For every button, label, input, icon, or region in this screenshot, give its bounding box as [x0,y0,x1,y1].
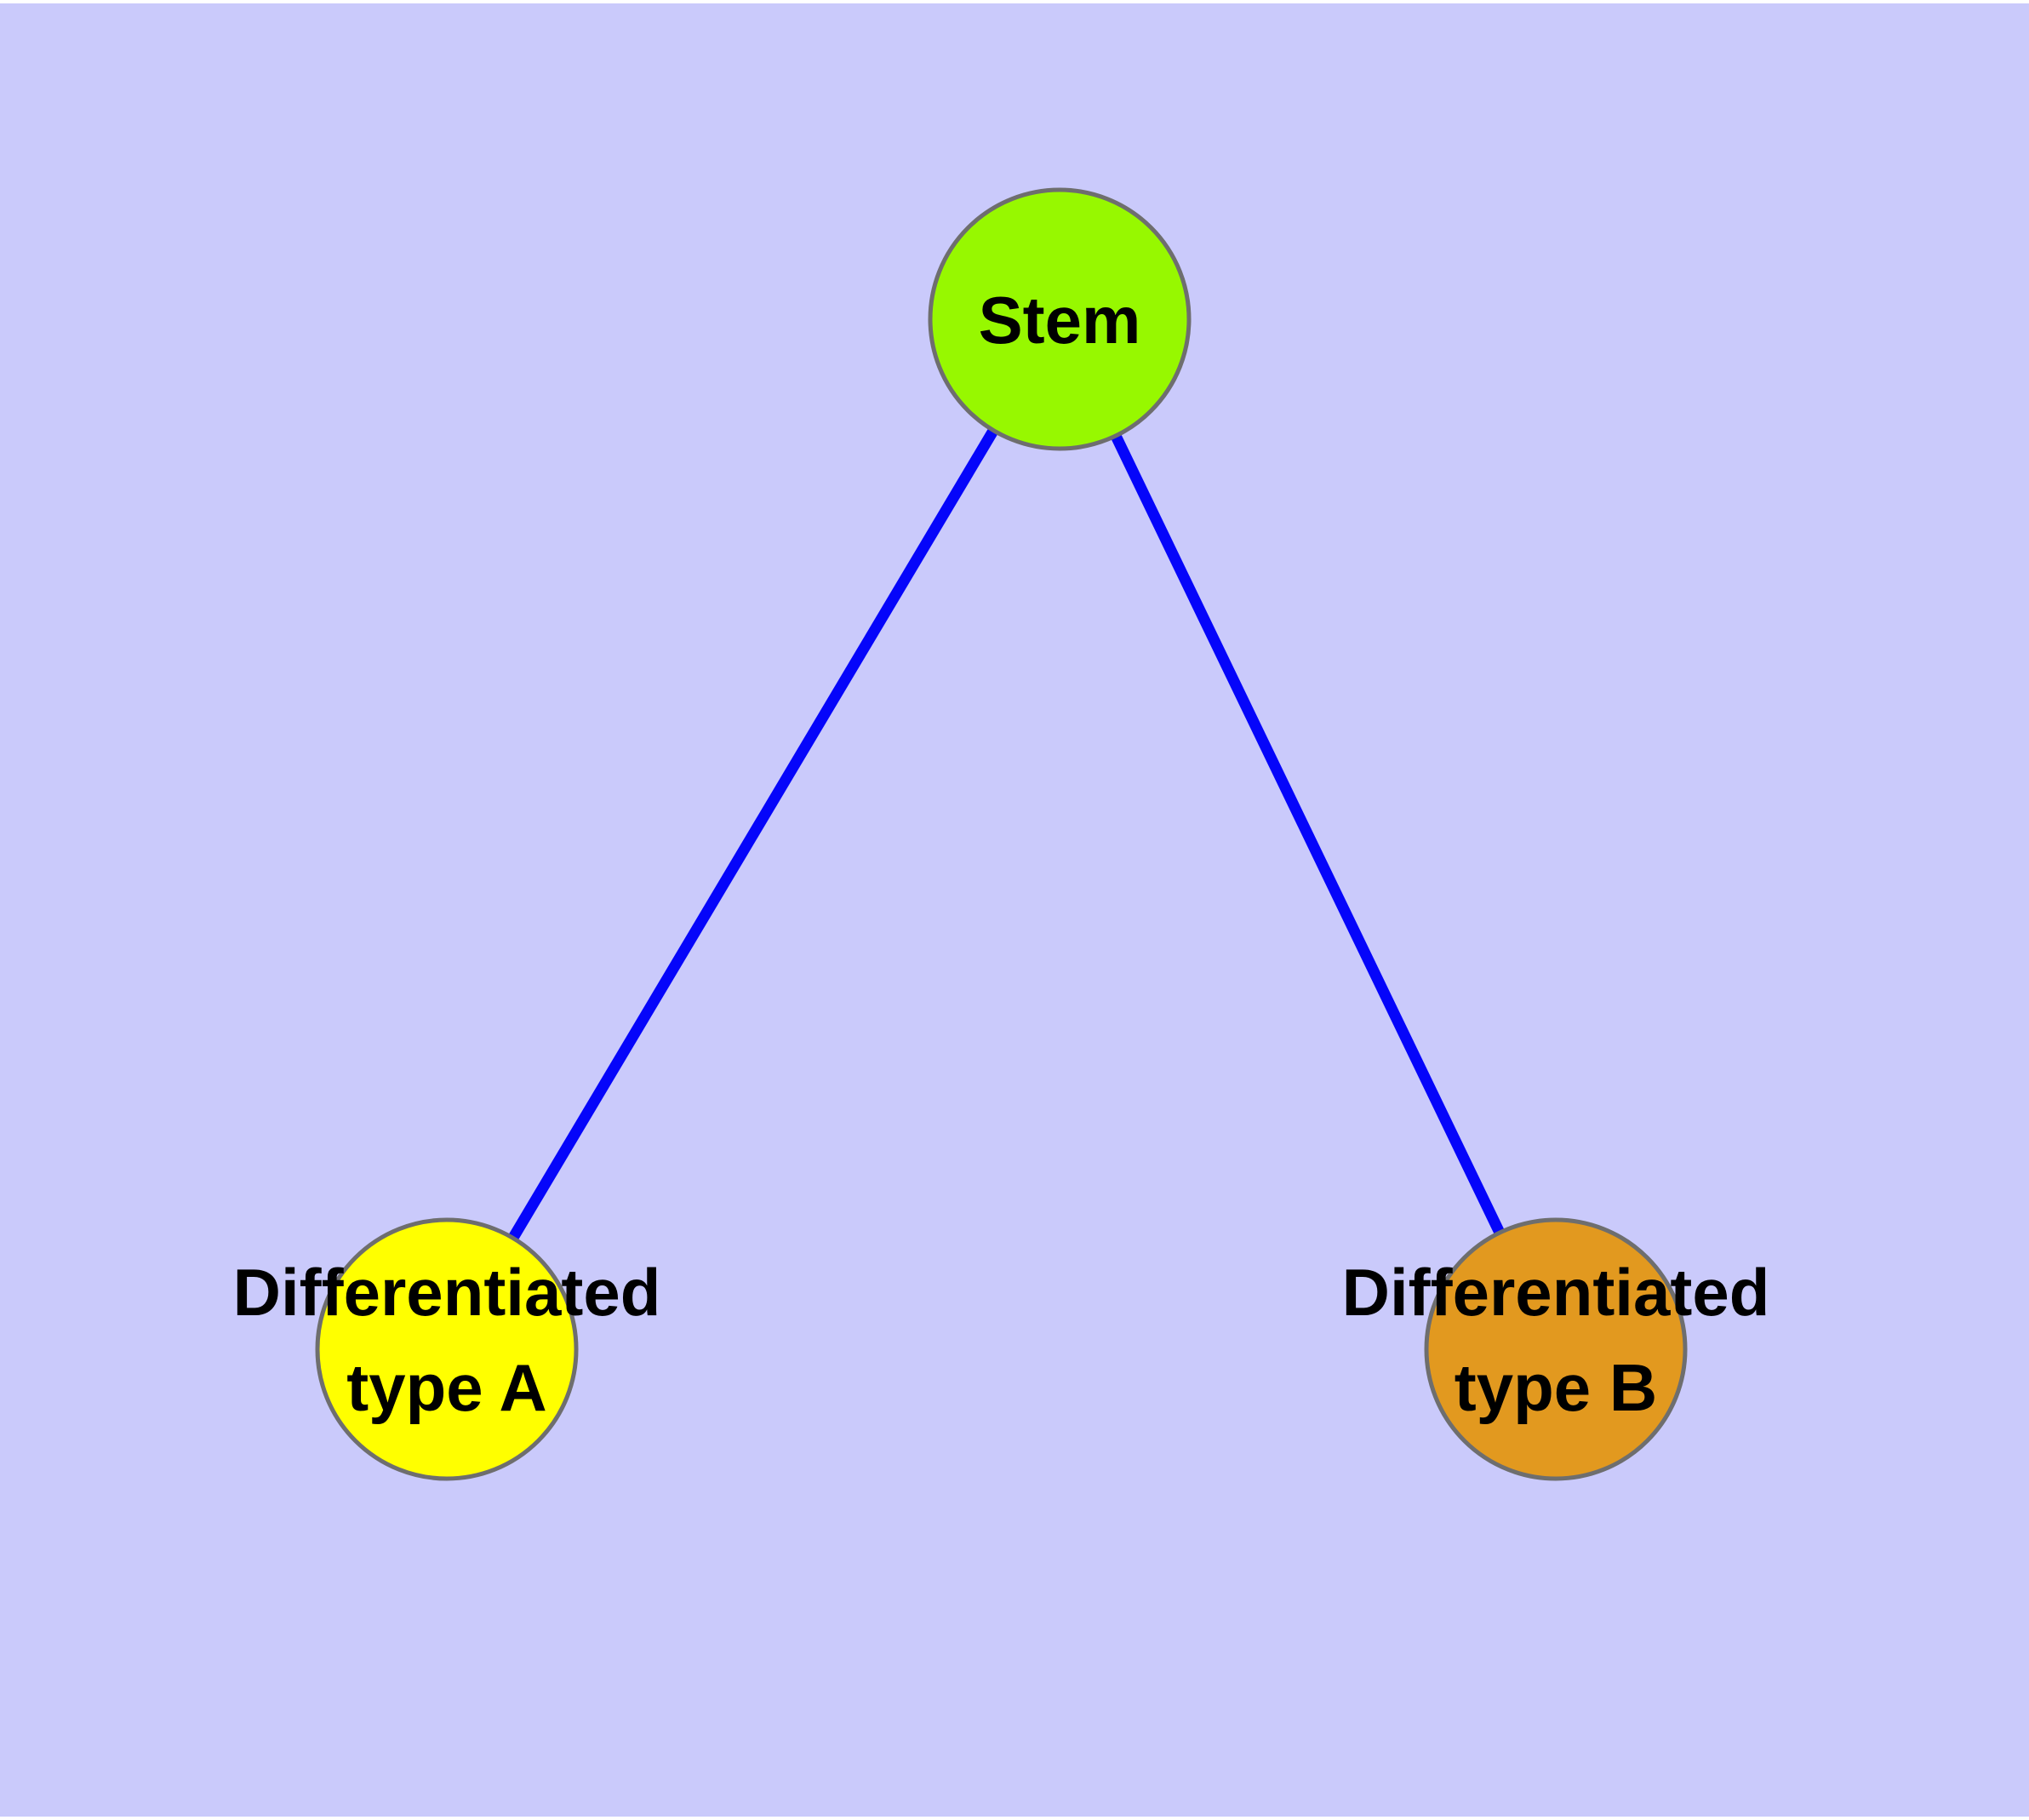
edge-stem-to-type-b [1055,317,1561,1352]
node-differentiated-type-a [315,1217,579,1481]
edge-stem-to-type-a [442,316,1065,1353]
node-type-a-label-line2: type A [346,1350,547,1425]
node-type-b-label-line1: Differentiated [1342,1255,1770,1330]
node-differentiated-type-b [1424,1217,1688,1481]
node-stem [928,187,1192,451]
node-type-b-label-line2: type B [1455,1350,1657,1425]
node-type-a-label-line1: Differentiated [233,1255,661,1330]
node-stem-label: Stem [979,283,1141,358]
